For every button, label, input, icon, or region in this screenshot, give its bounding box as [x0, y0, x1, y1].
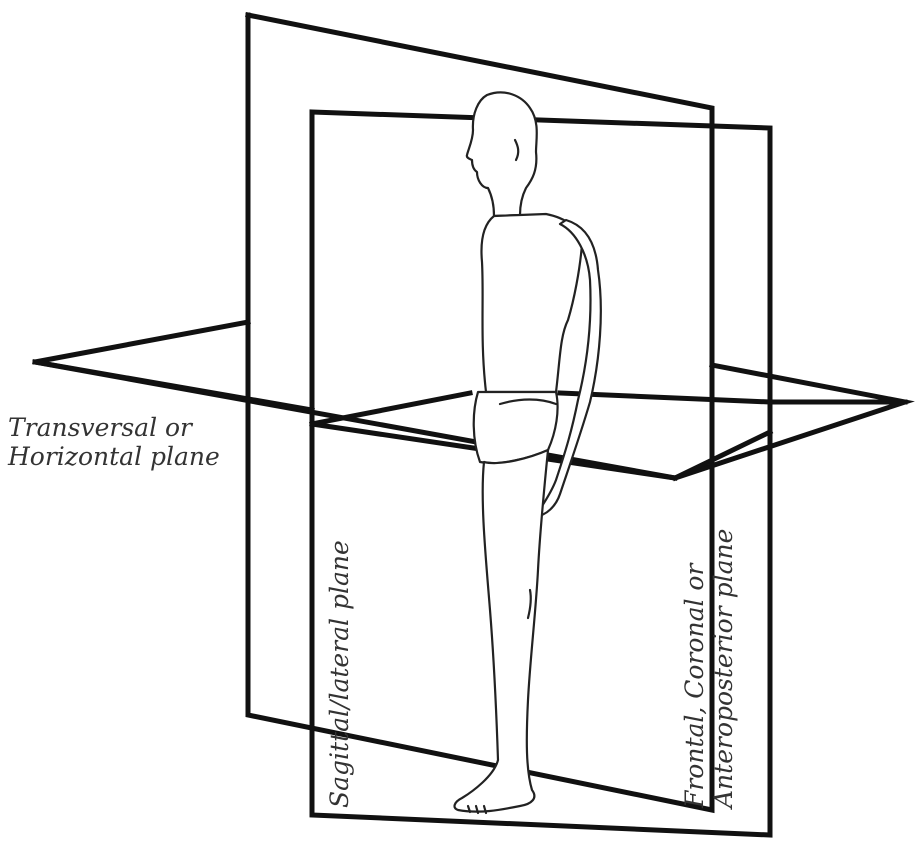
sagittal-plane-label: Sagittal/lateral plane	[325, 540, 354, 808]
transverse-label-line2: Horizontal plane	[8, 442, 220, 471]
human-figure	[455, 92, 601, 813]
sagittal-label-text: Sagittal/lateral plane	[325, 540, 354, 808]
transverse-plane-label: Transversal or Horizontal plane	[8, 413, 220, 471]
frontal-plane-label: Frontal, Coronal or Anteroposterior plan…	[680, 529, 738, 808]
transverse-label-line1: Transversal or	[8, 413, 220, 442]
frontal-label-line1: Frontal, Coronal or	[680, 529, 709, 808]
frontal-label-line2: Anteroposterior plane	[709, 529, 738, 808]
